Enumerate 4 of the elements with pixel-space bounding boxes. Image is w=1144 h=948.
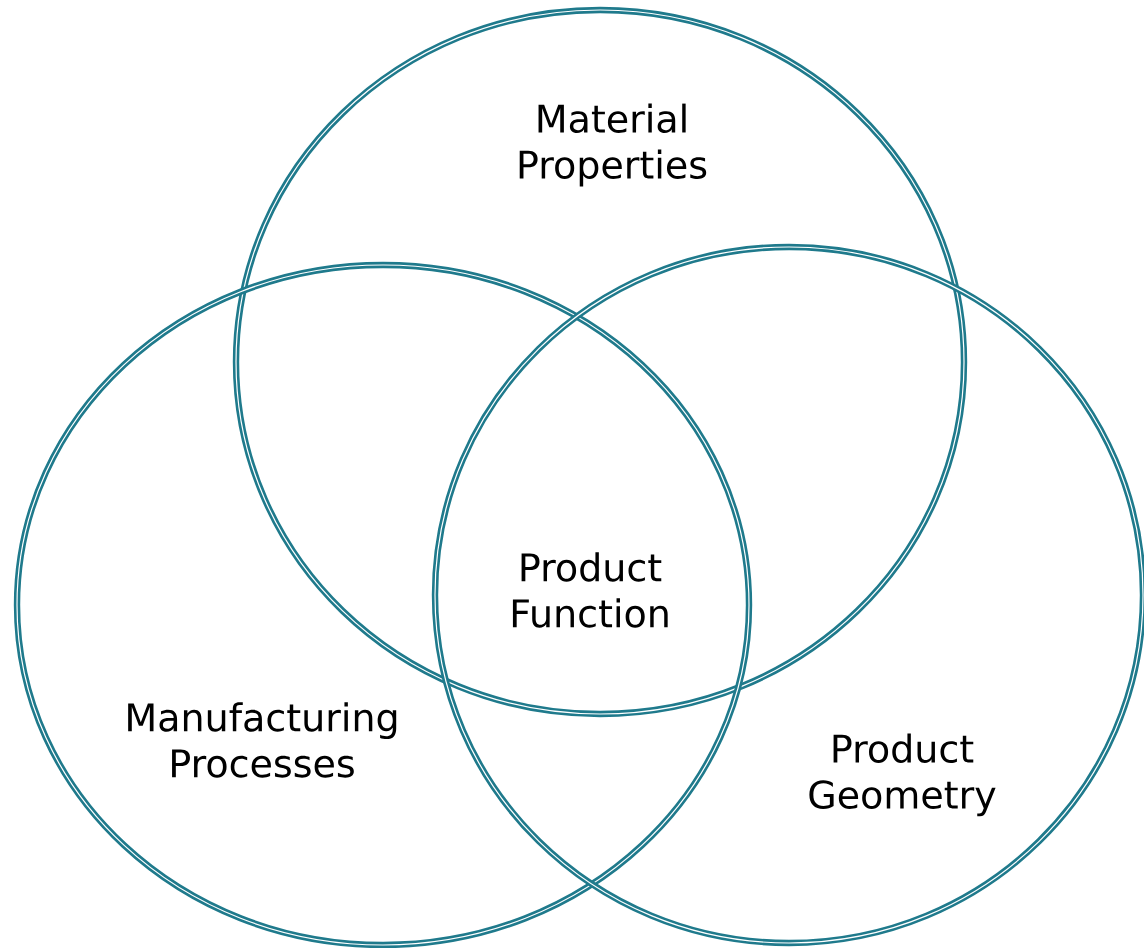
center-label: Product Function [512, 552, 668, 628]
circle-label: Product Geometry [809, 733, 996, 817]
circle-label: Manufacturing Processes [128, 702, 397, 778]
circle-label: Material Properties [519, 103, 707, 187]
